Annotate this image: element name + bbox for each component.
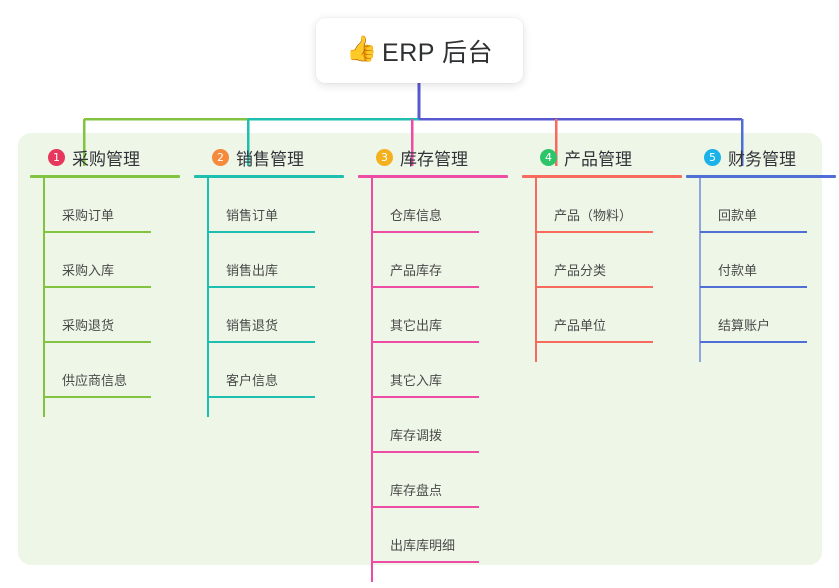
leaf-item[interactable]: 回款单 bbox=[686, 178, 836, 233]
leaf-item[interactable]: 产品库存 bbox=[358, 233, 508, 288]
branch-header-label: 库存管理 bbox=[400, 149, 468, 169]
leaf-item-underline bbox=[372, 451, 479, 453]
leaf-item-label: 产品（物料） bbox=[554, 208, 633, 223]
leaf-item-label: 产品分类 bbox=[554, 263, 607, 278]
branch-column-4: 4 产品管理产品（物料） 产品分类产品单位 bbox=[522, 143, 682, 343]
leaf-item-underline bbox=[208, 286, 315, 288]
root-title: ERP 后台 bbox=[382, 38, 493, 67]
branch-header-underline bbox=[194, 175, 344, 178]
leaf-item-underline bbox=[44, 341, 151, 343]
leaf-item-label: 采购入库 bbox=[62, 263, 115, 278]
leaf-item-underline bbox=[44, 286, 151, 288]
leaf-item[interactable]: 结算账户 bbox=[686, 288, 836, 343]
branch-column-1: 1 采购管理采购订单采购入库采购退货供应商信息 bbox=[30, 143, 180, 398]
leaf-item-label: 库存调拨 bbox=[390, 428, 443, 443]
branch-number-badge: 1 bbox=[48, 148, 65, 166]
branch-leaf-list: 仓库信息产品库存其它出库其它入库库存调拨库存盘点出库库明细 bbox=[358, 178, 508, 563]
leaf-item[interactable]: 采购订单 bbox=[30, 178, 180, 233]
leaf-item-underline bbox=[700, 286, 807, 288]
leaf-item-label: 结算账户 bbox=[718, 318, 771, 333]
leaf-item-label: 采购退货 bbox=[62, 318, 115, 333]
branch-header-3[interactable]: 3 库存管理 bbox=[358, 143, 508, 171]
branch-header-underline bbox=[358, 175, 508, 178]
leaf-item[interactable]: 库存盘点 bbox=[358, 453, 508, 508]
leaf-item[interactable]: 采购入库 bbox=[30, 233, 180, 288]
leaf-item-label: 客户信息 bbox=[226, 373, 279, 388]
branch-header-1[interactable]: 1 采购管理 bbox=[30, 143, 180, 171]
leaf-item-label: 其它出库 bbox=[390, 318, 443, 333]
leaf-item-underline bbox=[536, 231, 653, 233]
branch-number-badge: 5 bbox=[704, 148, 721, 166]
branch-header-underline bbox=[686, 175, 836, 178]
leaf-item-underline bbox=[372, 396, 479, 398]
leaf-item-underline bbox=[700, 231, 807, 233]
leaf-item-label: 供应商信息 bbox=[62, 373, 128, 388]
branch-header-label: 采购管理 bbox=[72, 149, 140, 169]
branch-number-badge: 3 bbox=[376, 148, 393, 166]
leaf-item-underline bbox=[372, 506, 479, 508]
diagram-panel bbox=[18, 133, 822, 565]
leaf-item-underline bbox=[700, 341, 807, 343]
branch-number-badge: 4 bbox=[540, 148, 557, 166]
leaf-item-underline bbox=[372, 286, 479, 288]
leaf-item-label: 出库库明细 bbox=[390, 538, 456, 553]
leaf-item[interactable]: 销售退货 bbox=[194, 288, 344, 343]
branch-column-3: 3 库存管理仓库信息产品库存其它出库其它入库库存调拨库存盘点出库库明细 bbox=[358, 143, 508, 563]
branch-header-5[interactable]: 5 财务管理 bbox=[686, 143, 836, 171]
leaf-item[interactable]: 付款单 bbox=[686, 233, 836, 288]
leaf-item-underline bbox=[208, 231, 315, 233]
leaf-item-label: 产品库存 bbox=[390, 263, 443, 278]
root-node[interactable]: 👍 ERP 后台 bbox=[316, 18, 523, 83]
leaf-item-underline bbox=[208, 341, 315, 343]
branch-header-label: 产品管理 bbox=[564, 149, 632, 169]
leaf-item-label: 产品单位 bbox=[554, 318, 607, 333]
leaf-item-label: 仓库信息 bbox=[390, 208, 443, 223]
leaf-item-underline bbox=[44, 231, 151, 233]
leaf-item[interactable]: 产品单位 bbox=[522, 288, 682, 343]
leaf-item[interactable]: 其它出库 bbox=[358, 288, 508, 343]
leaf-item-label: 销售出库 bbox=[226, 263, 279, 278]
thumbs-up-icon: 👍 bbox=[346, 35, 378, 63]
branch-header-label: 财务管理 bbox=[728, 149, 796, 169]
leaf-item-label: 库存盘点 bbox=[390, 483, 443, 498]
leaf-item-label: 销售订单 bbox=[226, 208, 279, 223]
leaf-item-label: 采购订单 bbox=[62, 208, 115, 223]
branch-number-badge: 2 bbox=[212, 148, 229, 166]
branch-leaf-list: 采购订单采购入库采购退货供应商信息 bbox=[30, 178, 180, 398]
leaf-item[interactable]: 销售出库 bbox=[194, 233, 344, 288]
branch-header-label: 销售管理 bbox=[236, 149, 304, 169]
branch-leaf-list: 销售订单销售出库销售退货客户信息 bbox=[194, 178, 344, 398]
leaf-item-label: 付款单 bbox=[718, 263, 758, 278]
branch-column-2: 2 销售管理销售订单销售出库销售退货客户信息 bbox=[194, 143, 344, 398]
leaf-item[interactable]: 出库库明细 bbox=[358, 508, 508, 563]
leaf-item-label: 销售退货 bbox=[226, 318, 279, 333]
leaf-item-label: 回款单 bbox=[718, 208, 758, 223]
leaf-item[interactable]: 产品分类 bbox=[522, 233, 682, 288]
leaf-item[interactable]: 产品（物料） bbox=[522, 178, 682, 233]
leaf-item[interactable]: 销售订单 bbox=[194, 178, 344, 233]
leaf-item-label: 其它入库 bbox=[390, 373, 443, 388]
leaf-item[interactable]: 其它入库 bbox=[358, 343, 508, 398]
leaf-item-underline bbox=[208, 396, 315, 398]
branch-header-underline bbox=[522, 175, 682, 178]
leaf-item[interactable]: 库存调拨 bbox=[358, 398, 508, 453]
branch-header-4[interactable]: 4 产品管理 bbox=[522, 143, 682, 171]
leaf-item-underline bbox=[536, 286, 653, 288]
branch-leaf-list: 产品（物料） 产品分类产品单位 bbox=[522, 178, 682, 343]
leaf-item[interactable]: 客户信息 bbox=[194, 343, 344, 398]
leaf-item-underline bbox=[372, 231, 479, 233]
leaf-item-underline bbox=[44, 396, 151, 398]
leaf-item[interactable]: 采购退货 bbox=[30, 288, 180, 343]
leaf-item-underline bbox=[372, 561, 479, 563]
leaf-item[interactable]: 仓库信息 bbox=[358, 178, 508, 233]
leaf-item-underline bbox=[536, 341, 653, 343]
leaf-item[interactable]: 供应商信息 bbox=[30, 343, 180, 398]
branch-column-5: 5 财务管理回款单付款单结算账户 bbox=[686, 143, 836, 343]
branch-header-underline bbox=[30, 175, 180, 178]
branch-header-2[interactable]: 2 销售管理 bbox=[194, 143, 344, 171]
leaf-item-underline bbox=[372, 341, 479, 343]
branch-leaf-list: 回款单付款单结算账户 bbox=[686, 178, 836, 343]
